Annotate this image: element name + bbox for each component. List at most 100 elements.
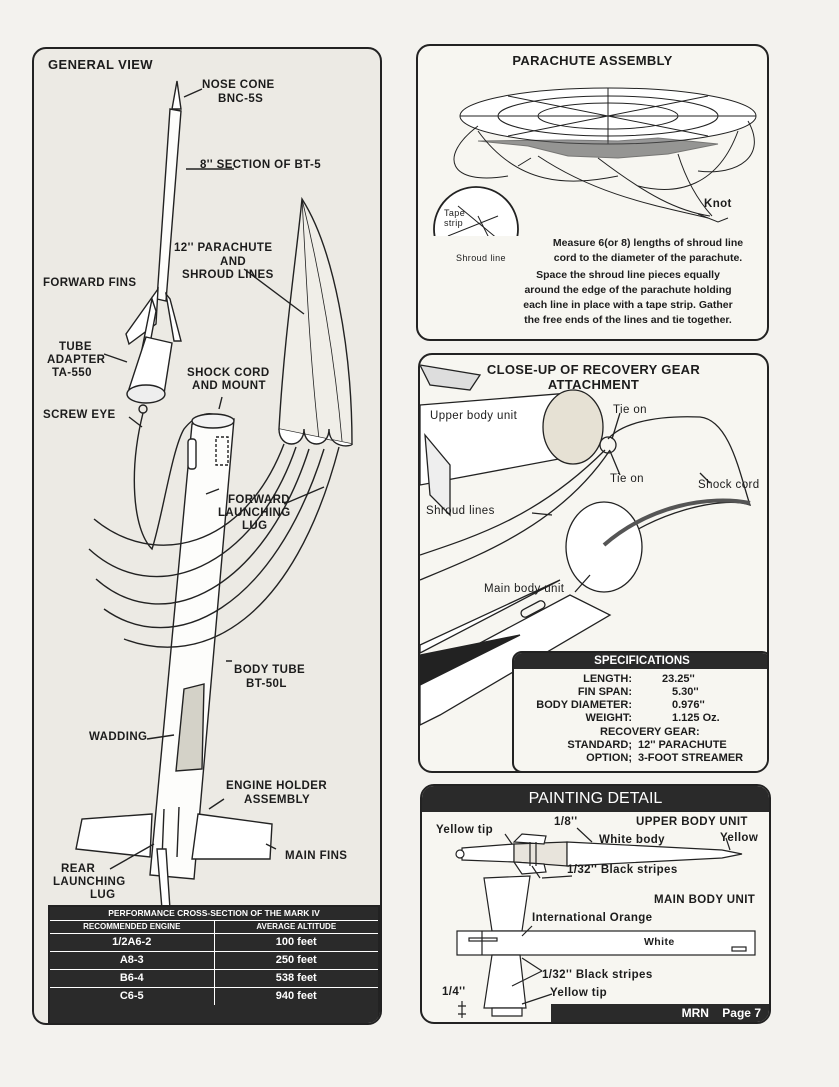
one-quarter-label: 1/4''	[442, 986, 466, 998]
specifications-title: SPECIFICATIONS	[514, 653, 767, 669]
white-body-label: White body	[599, 834, 665, 846]
page-footer: MRN Page 7	[551, 1004, 769, 1022]
parachute-label-3: SHROUD LINES	[182, 269, 274, 281]
altitude-cell: 538 feet	[275, 972, 317, 984]
page-number: Page 7	[722, 1006, 761, 1020]
specifications-box: SPECIFICATIONS LENGTH: 23.25'' FIN SPAN:…	[512, 651, 767, 771]
nose-cone-label: NOSE CONE	[202, 79, 275, 91]
parachute-instructions-1: Measure 6(or 8) lengths of shroud line c…	[528, 236, 767, 266]
shroud-line-label: Shroud line	[456, 253, 506, 263]
tube-adapter-label-2: ADAPTER	[47, 354, 106, 366]
forward-lug-label-1: FORWARD	[228, 494, 291, 506]
shock-cord-label: Shock cord	[698, 479, 760, 491]
performance-header-row: RECOMMENDED ENGINE AVERAGE ALTITUDE	[50, 921, 378, 934]
engine-holder-label-2: ASSEMBLY	[244, 794, 311, 806]
black-stripes-label-2: 1/32'' Black stripes	[542, 969, 653, 981]
shock-cord-label-1: SHOCK CORD	[187, 367, 270, 379]
standard-label: STANDARD;	[567, 739, 632, 751]
knot-label: Knot	[704, 198, 732, 210]
forward-lug-label-3: LUG	[242, 520, 268, 532]
altitude-cell: 250 feet	[275, 954, 317, 966]
length-value: 23.25''	[662, 673, 695, 685]
col-altitude-header: AVERAGE ALTITUDE	[256, 922, 337, 931]
forward-fins-label: FORWARD FINS	[43, 277, 137, 289]
rear-lug-label-3: LUG	[90, 889, 116, 901]
footer-brand: MRN	[681, 1006, 709, 1020]
fin-span-value: 5.30''	[672, 686, 699, 698]
painting-detail-panel: PAINTING DETAIL Yellow tip 1/8'' UPPER B…	[420, 784, 771, 1024]
option-label: OPTION;	[586, 752, 632, 764]
fin-span-label: FIN SPAN:	[577, 686, 632, 698]
altitude-cell: 940 feet	[275, 990, 317, 1002]
body-tube-label-2: BT-50L	[246, 678, 287, 690]
painting-title: PAINTING DETAIL	[422, 786, 769, 812]
upper-body-unit-label: UPPER BODY UNIT	[636, 816, 748, 828]
shroud-lines-label: Shroud lines	[426, 505, 495, 517]
body-tube-label-1: BODY TUBE	[234, 664, 306, 676]
tube-adapter-label-1: TUBE	[59, 341, 92, 353]
rear-lug-label-2: LAUNCHING	[53, 876, 126, 888]
main-fins-label: MAIN FINS	[285, 850, 348, 862]
one-eighth-label: 1/8''	[554, 816, 578, 828]
yellow-tip-label-2: Yellow tip	[550, 987, 608, 999]
parachute-assembly-panel: PARACHUTE ASSEMBLY Tape strip Shroud lin…	[416, 44, 769, 341]
instruction-line: each line in place with a tape strip. Ga…	[523, 299, 733, 311]
screw-eye-label: SCREW EYE	[43, 409, 116, 421]
nose-code-label: BNC-5S	[218, 93, 264, 105]
col-engine-header: RECOMMENDED ENGINE	[50, 921, 215, 933]
table-row: A8-3 250 feet	[50, 952, 378, 970]
shock-cord-label-2: AND MOUNT	[192, 380, 266, 392]
wadding-label: WADDING	[89, 731, 148, 743]
rear-lug-label-1: REAR	[61, 863, 96, 875]
weight-value: 1.125 Oz.	[672, 712, 720, 724]
weight-label: WEIGHT:	[585, 712, 632, 724]
engine-cell: C6-5	[50, 988, 215, 1005]
parachute-label-2: AND	[220, 256, 247, 268]
recovery-title-1: CLOSE-UP OF RECOVERY GEAR	[486, 362, 701, 377]
strip-label: strip	[444, 218, 464, 228]
parachute-label-1: 12'' PARACHUTE	[174, 242, 273, 254]
tape-label: Tape	[444, 208, 466, 218]
performance-table: PERFORMANCE CROSS-SECTION OF THE MARK IV…	[48, 905, 380, 1023]
painting-diagram	[455, 827, 756, 1018]
altitude-cell: 100 feet	[275, 936, 317, 948]
general-view-title: GENERAL VIEW	[48, 57, 153, 72]
instruction-line: Space the shroud line pieces equally	[536, 269, 720, 281]
parachute-instructions-2: Space the shroud line pieces equally aro…	[490, 268, 766, 328]
main-body-label: Main body unit	[484, 583, 565, 595]
international-orange-label: International Orange	[532, 912, 653, 924]
yellow-label: Yellow	[720, 832, 759, 844]
tie-on-label-2: Tie on	[610, 473, 644, 485]
recovery-title-2: ATTACHMENT	[547, 377, 640, 392]
table-row: C6-5 940 feet	[50, 988, 378, 1005]
recovery-gear-label: RECOVERY GEAR:	[600, 726, 700, 738]
upper-body-label: Upper body unit	[430, 410, 518, 422]
parachute-title: PARACHUTE ASSEMBLY	[512, 53, 673, 68]
forward-lug-label-2: LAUNCHING	[218, 507, 291, 519]
engine-cell: B6-4	[50, 970, 215, 987]
option-value: 3-FOOT STREAMER	[638, 752, 744, 764]
table-row: 1/2A6-2 100 feet	[50, 934, 378, 952]
engine-cell: A8-3	[50, 952, 215, 969]
standard-value: 12'' PARACHUTE	[638, 739, 727, 751]
tie-on-label-1: Tie on	[613, 404, 647, 416]
engine-holder-label-1: ENGINE HOLDER	[226, 780, 328, 792]
main-body-unit-label: MAIN BODY UNIT	[654, 894, 756, 906]
length-label: LENGTH:	[583, 673, 632, 685]
white-label: White	[644, 936, 675, 948]
instruction-line: Measure 6(or 8) lengths of shroud line	[552, 237, 744, 249]
rocket-illustration	[75, 80, 353, 909]
general-view-panel: GENERAL VIEW	[32, 47, 382, 1025]
bt5-section-label: 8'' SECTION OF BT-5	[200, 159, 322, 171]
performance-title: PERFORMANCE CROSS-SECTION OF THE MARK IV	[50, 907, 378, 921]
instruction-line: the free ends of the lines and tie toget…	[524, 314, 732, 326]
engine-cell: 1/2A6-2	[50, 934, 215, 951]
parachute-diagram	[433, 87, 757, 236]
recovery-gear-panel: CLOSE-UP OF RECOVERY GEAR ATTACHMENT Upp…	[418, 353, 769, 773]
table-row: B6-4 538 feet	[50, 970, 378, 988]
instruction-line: cord to the diameter of the parachute.	[553, 252, 743, 264]
black-stripes-label-1: 1/32'' Black stripes	[567, 864, 678, 876]
instruction-line: around the edge of the parachute holding	[524, 284, 732, 296]
tube-adapter-label-3: TA-550	[52, 367, 92, 379]
body-diameter-label: BODY DIAMETER:	[536, 699, 632, 711]
